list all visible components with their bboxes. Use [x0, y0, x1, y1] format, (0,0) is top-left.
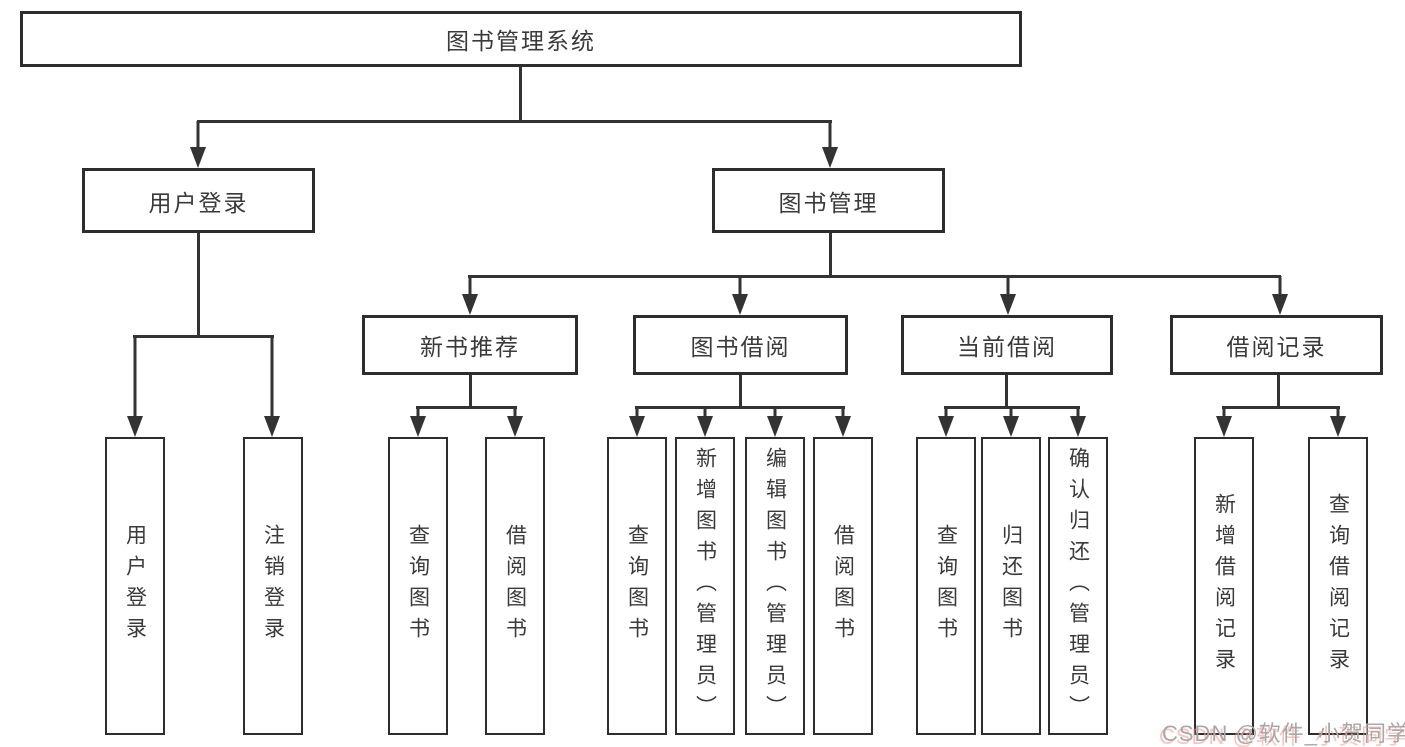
node-root-label: 图书管理系统	[446, 28, 596, 54]
node-new-book-recommend-label: 新书推荐	[420, 334, 520, 360]
leaf-edit-book-admin: 编辑图书（管理员）	[745, 437, 805, 735]
leaf-current-query-book-label: 查询图书	[934, 524, 958, 648]
connector-line-v	[739, 375, 742, 409]
connector-line-v	[197, 233, 200, 338]
leaf-logout: 注销登录	[243, 437, 303, 735]
connector-arrow-down	[506, 408, 524, 437]
leaf-confirm-return-admin-label: 确认归还（管理员）	[1066, 446, 1090, 726]
leaf-logout-label: 注销登录	[261, 524, 285, 648]
leaf-edit-book-admin-label: 编辑图书（管理员）	[763, 446, 787, 726]
connector-line-v	[1277, 375, 1280, 409]
node-book-borrow: 图书借阅	[633, 315, 848, 375]
node-root: 图书管理系统	[20, 11, 1022, 67]
leaf-recommend-borrow-book: 借阅图书	[485, 437, 545, 735]
leaf-query-borrow-record: 查询借阅记录	[1308, 437, 1368, 735]
node-borrow-record-label: 借阅记录	[1226, 334, 1327, 360]
connector-line-h	[197, 120, 832, 123]
connector-arrow-down	[834, 408, 852, 437]
connector-arrow-down	[821, 121, 839, 168]
connector-arrow-down	[126, 336, 144, 437]
leaf-borrow-query-book: 查询图书	[607, 437, 667, 735]
connector-arrow-down	[461, 276, 479, 315]
connector-arrow-down	[189, 121, 207, 168]
node-user-login: 用户登录	[82, 168, 315, 233]
leaf-add-book-admin-label: 新增图书（管理员）	[693, 446, 717, 726]
node-current-borrow: 当前借阅	[901, 315, 1113, 375]
connector-line-h	[133, 335, 274, 338]
node-book-borrow-label: 图书借阅	[690, 334, 791, 360]
connector-arrow-down	[1271, 276, 1289, 315]
connector-line-v	[469, 375, 472, 409]
node-borrow-record: 借阅记录	[1170, 315, 1383, 375]
connector-arrow-down	[999, 276, 1017, 315]
leaf-return-book: 归还图书	[981, 437, 1041, 735]
connector-line-v	[519, 67, 522, 123]
connector-arrow-down	[1069, 408, 1087, 437]
leaf-add-borrow-record-label: 新增借阅记录	[1212, 493, 1236, 679]
connector-arrow-down	[409, 408, 427, 437]
connector-arrow-down	[1002, 408, 1020, 437]
connector-line-v	[829, 233, 832, 278]
leaf-query-borrow-record-label: 查询借阅记录	[1326, 493, 1350, 679]
leaf-return-book-label: 归还图书	[999, 524, 1023, 648]
leaf-recommend-query-book-label: 查询图书	[406, 524, 430, 648]
leaf-add-borrow-record: 新增借阅记录	[1194, 437, 1254, 735]
node-new-book-recommend: 新书推荐	[362, 315, 578, 375]
connector-line-h	[468, 275, 1281, 278]
leaf-user-login: 用户登录	[105, 437, 165, 735]
connector-arrow-down	[937, 408, 955, 437]
node-user-login-label: 用户登录	[148, 189, 249, 216]
leaf-add-book-admin: 新增图书（管理员）	[675, 437, 735, 735]
connector-line-v	[1005, 375, 1008, 409]
connector-arrow-down	[628, 408, 646, 437]
leaf-borrow-book-label: 借阅图书	[831, 524, 855, 648]
connector-arrow-down	[766, 408, 784, 437]
connector-arrow-down	[1215, 408, 1233, 437]
leaf-borrow-query-book-label: 查询图书	[625, 524, 649, 648]
connector-arrow-down	[731, 276, 749, 315]
leaf-recommend-query-book: 查询图书	[388, 437, 448, 735]
leaf-current-query-book: 查询图书	[916, 437, 976, 735]
connector-line-h	[1222, 406, 1340, 409]
leaf-borrow-book: 借阅图书	[813, 437, 873, 735]
leaf-recommend-borrow-book-label: 借阅图书	[503, 524, 527, 648]
node-current-borrow-label: 当前借阅	[957, 334, 1057, 360]
connector-arrow-down	[263, 336, 281, 437]
csdn-watermark: CSDN @软件_小贺同学	[1162, 721, 1405, 746]
connector-line-h	[416, 406, 517, 409]
leaf-user-login-label: 用户登录	[123, 524, 147, 648]
connector-line-h	[635, 406, 845, 409]
leaf-confirm-return-admin: 确认归还（管理员）	[1048, 437, 1108, 735]
node-book-management-label: 图书管理	[778, 189, 879, 216]
connector-arrow-down	[696, 408, 714, 437]
node-book-management: 图书管理	[712, 168, 945, 233]
connector-arrow-down	[1329, 408, 1347, 437]
